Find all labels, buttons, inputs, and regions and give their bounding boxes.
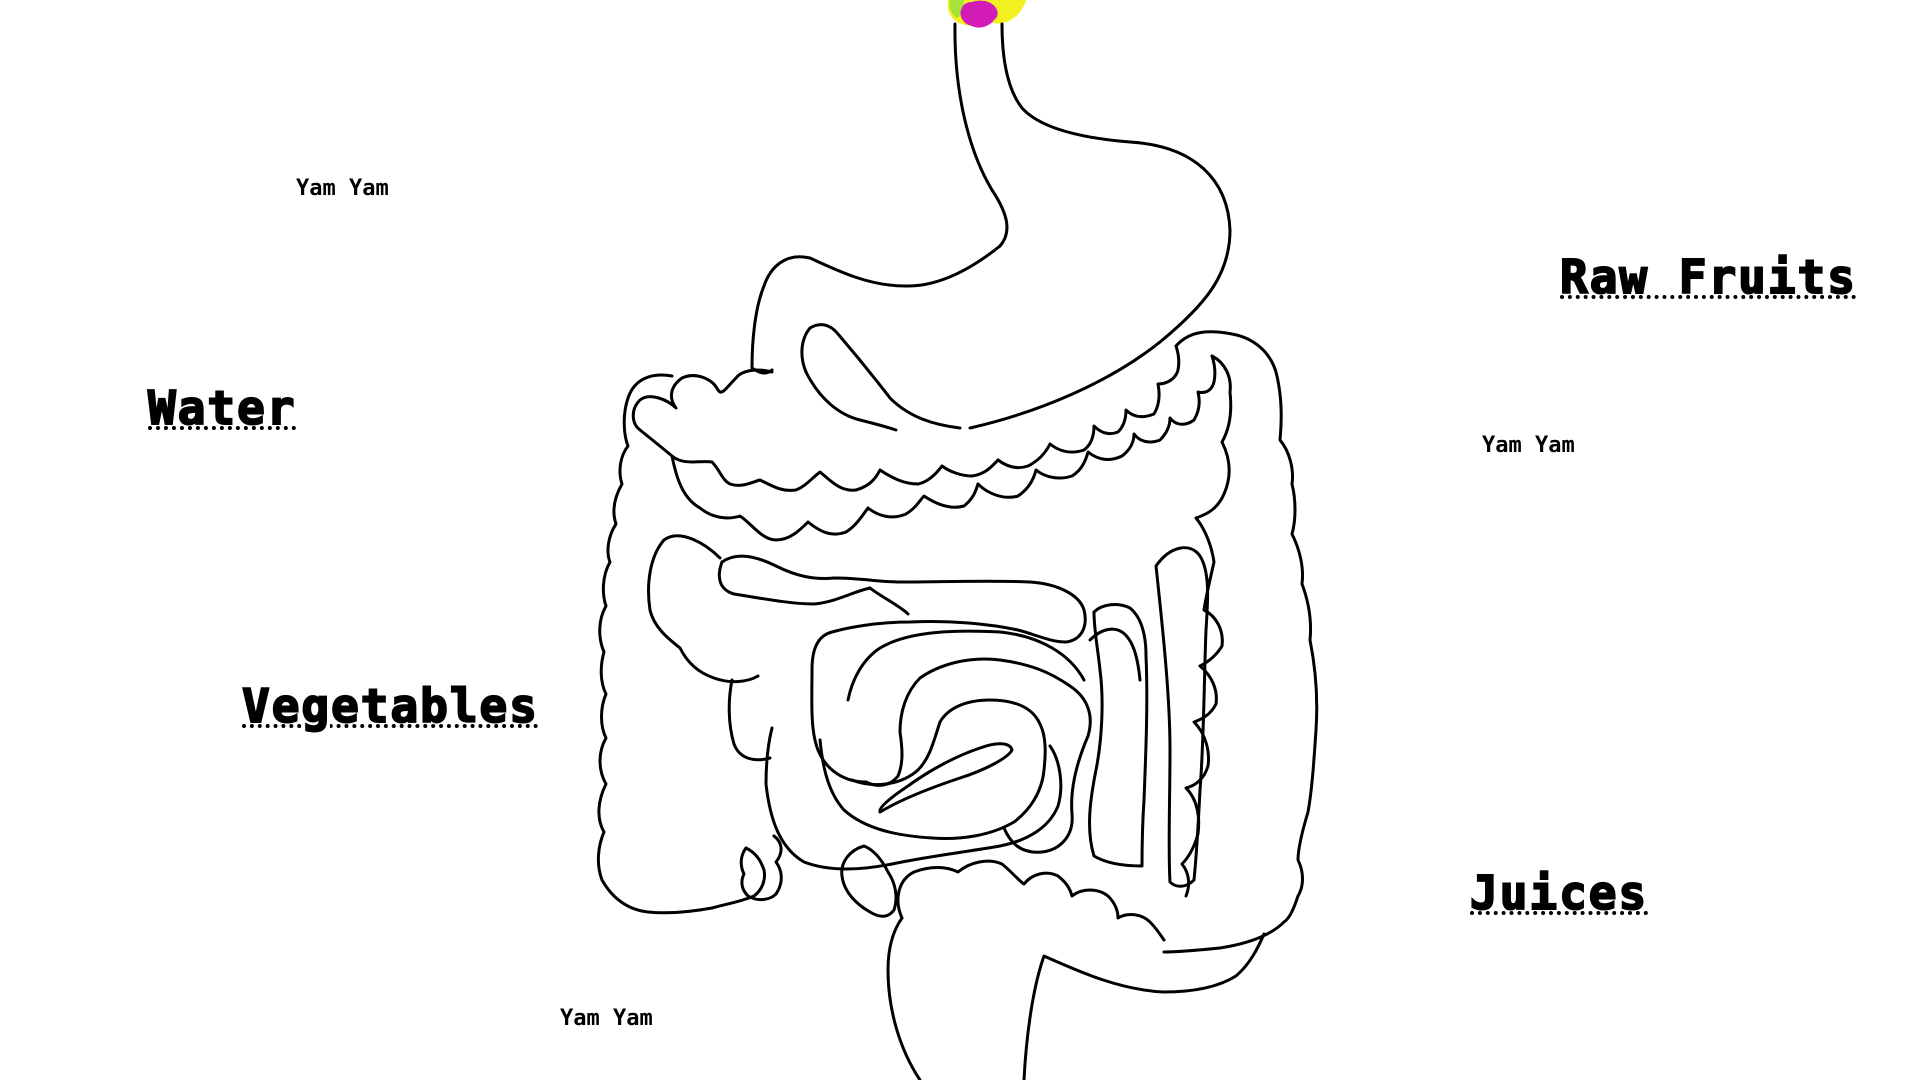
small-intestine-coil-7 [818,698,1047,840]
water-label[interactable]: Water [147,381,297,435]
small-intestine-coil-5 [846,629,1086,702]
yam-yam-text: Yam Yam [296,176,389,201]
small-intestine-coil-2 [720,554,1087,784]
small-intestine-coil-11 [727,678,772,762]
ascending-colon-inner [647,534,760,684]
transverse-colon-top [631,368,1000,492]
small-intestine-coil-12 [1088,603,1149,868]
descending-colon-outer [1162,330,1319,954]
raw-fruits-label[interactable]: Raw Fruits [1559,250,1857,304]
yam-yam-text: Yam Yam [560,1006,653,1031]
rectum-left-edge [886,916,922,1080]
stomach-inner-fold [800,323,962,430]
juices-label[interactable]: Juices [1469,866,1649,920]
esophagus-outline-right [968,22,1232,430]
small-intestine-coil-1 [717,560,872,606]
ascending-colon-outer [596,373,766,915]
small-intestine-coil-10 [764,726,1063,871]
rectum-right-edge [1022,932,1266,1080]
pyloric-fold [804,370,898,432]
small-intestine-coil-6 [1002,734,1090,854]
cecum-outline [739,834,783,902]
transverse-colon-top-2 [996,344,1181,470]
vegetables-label[interactable]: Vegetables [241,679,539,733]
small-intestine-coil-3 [868,586,910,616]
appendix-outline [840,844,898,918]
small-intestine-coil-14 [1154,546,1210,888]
yam-yam-text: Yam Yam [1482,433,1575,458]
food-blob-icon[interactable] [947,0,1026,28]
small-intestine-coil-8 [850,720,942,787]
small-intestine-coil-4 [864,657,1092,787]
transverse-colon-bottom-2 [976,354,1217,499]
transverse-colon-bottom [670,454,980,542]
stomach-outline [750,244,1002,375]
sigmoid-top-bumps [896,859,1166,942]
small-intestine-coil-9 [878,742,1014,814]
descending-colon-inner [1180,354,1233,898]
esophagus-outline [953,22,1009,248]
small-intestine-coil-13 [1088,627,1142,682]
